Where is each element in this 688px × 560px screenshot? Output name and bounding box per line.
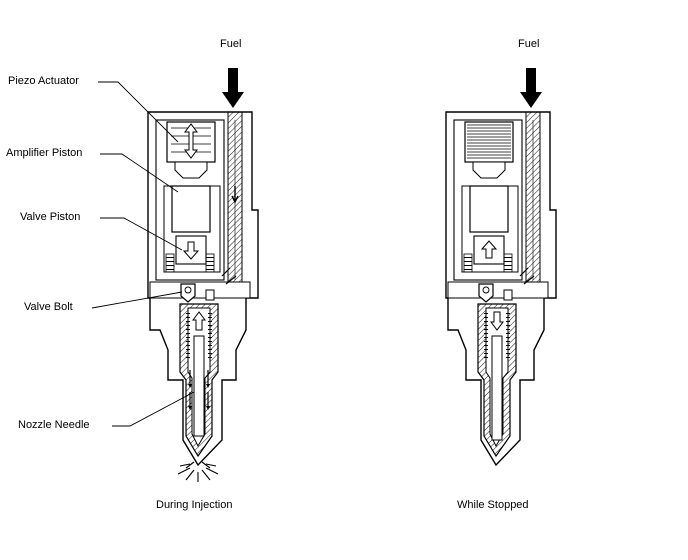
fuel-label-left: Fuel (220, 38, 242, 50)
spray-icon (177, 461, 219, 482)
piezo-actuator-label: Piezo Actuator (8, 75, 79, 87)
up-arrow-icon (192, 311, 206, 331)
double-arrow-icon (184, 123, 198, 159)
fuel-arrow-icon (222, 68, 244, 108)
nozzle-needle-label: Nozzle Needle (18, 419, 90, 431)
amplifier-piston (171, 185, 211, 233)
amplifier-piston-label: Amplifier Piston (6, 147, 83, 159)
caption-during-injection: During Injection (156, 499, 233, 511)
valve-piston-label: Valve Piston (20, 211, 81, 223)
injector-while-stopped (445, 111, 557, 467)
injector-during-injection (147, 111, 259, 482)
leader-lines (91, 81, 195, 427)
fuel-label-right: Fuel (518, 38, 540, 50)
valve-bolt-label: Valve Bolt (24, 301, 73, 313)
nozzle-needle (193, 335, 205, 437)
down-arrow-icon (182, 241, 200, 260)
caption-while-stopped: While Stopped (457, 499, 529, 511)
